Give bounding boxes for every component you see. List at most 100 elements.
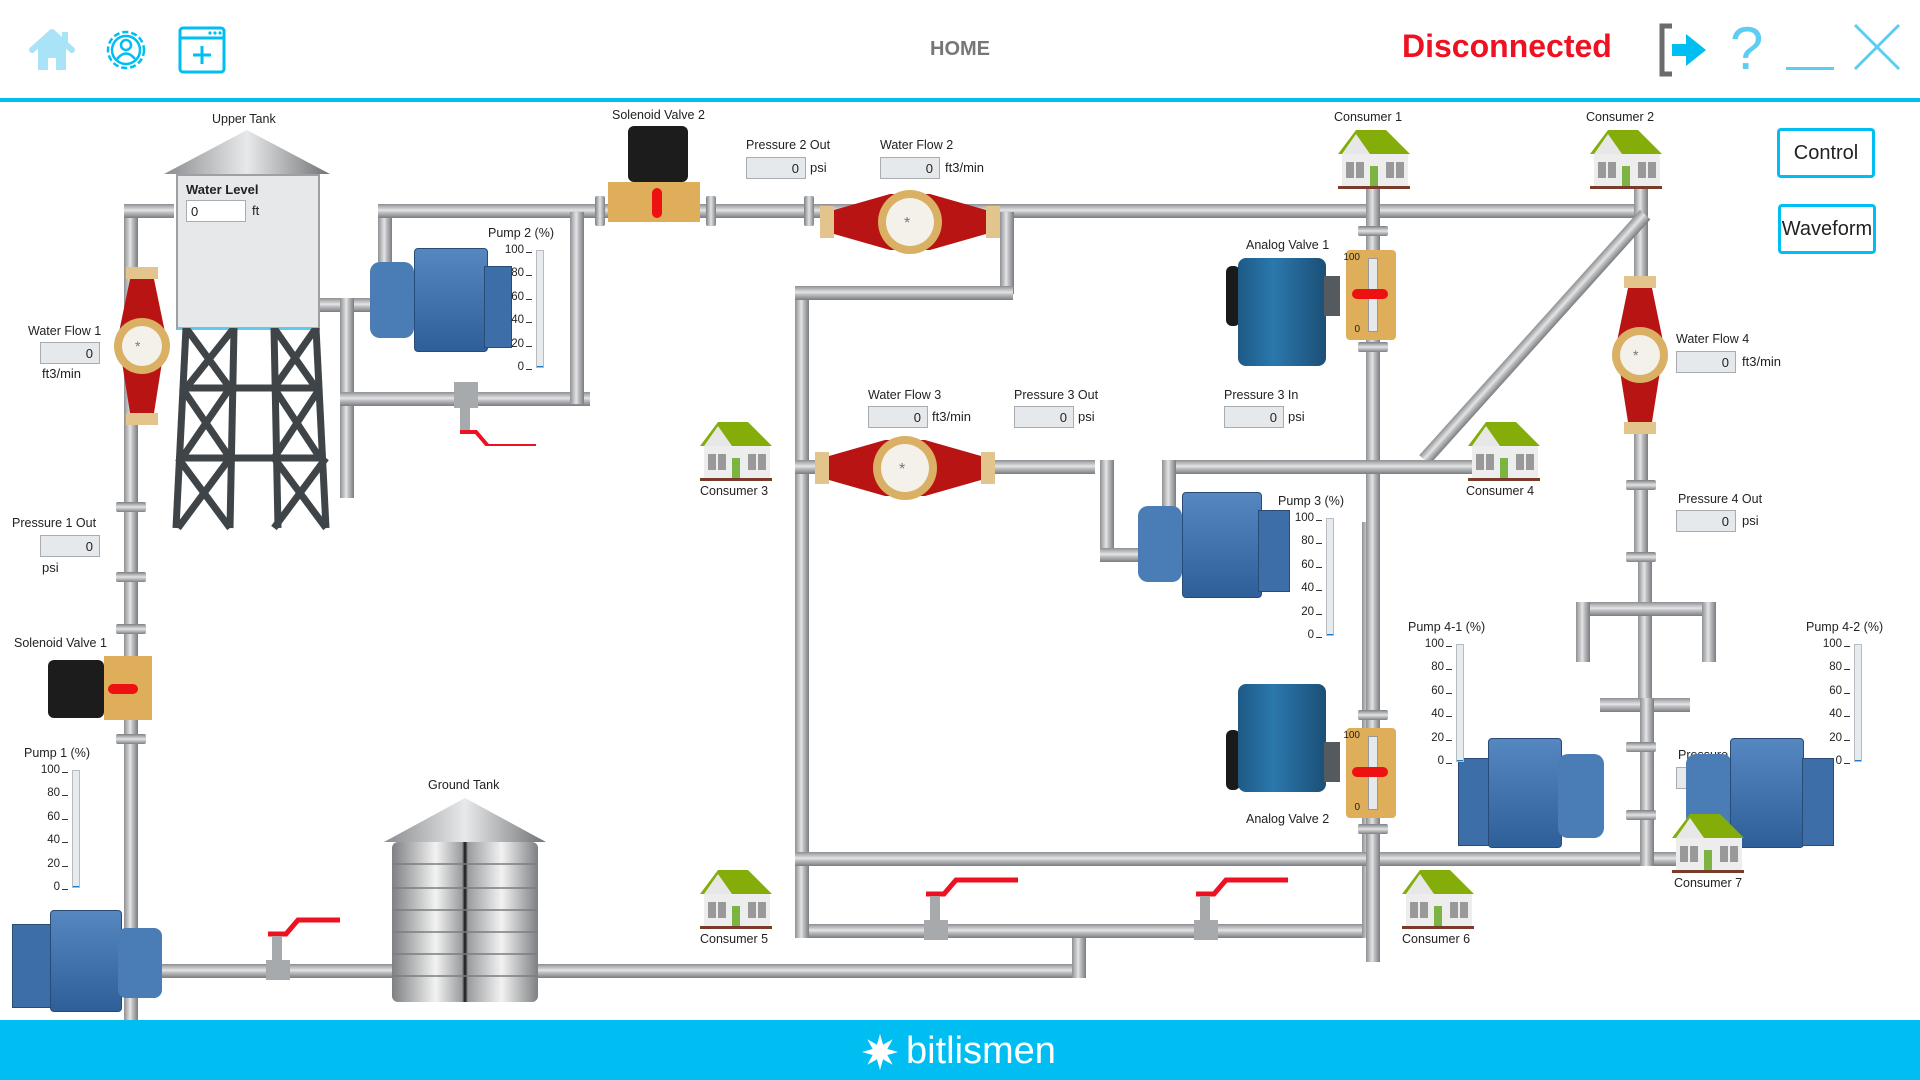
pressure-2-out-field[interactable]: 0 xyxy=(746,157,806,179)
minimize-icon[interactable] xyxy=(1786,67,1834,70)
close-icon[interactable] xyxy=(1852,22,1902,72)
pump-gauge-tick-mark xyxy=(526,369,532,370)
pump-4-1[interactable] xyxy=(1458,738,1604,848)
water-flow-4-label: Water Flow 4 xyxy=(1676,332,1750,346)
pipe-flange xyxy=(116,572,146,582)
pump-gauge-tick-mark xyxy=(526,345,532,347)
water-flow-1-unit: ft3/min xyxy=(42,366,82,381)
pump-gauge-tick: 40 xyxy=(47,834,60,847)
pump-gauge-tick: 40 xyxy=(1829,708,1842,721)
water-flow-4-field[interactable]: 0 xyxy=(1676,351,1736,373)
pump-gauge-tick: 20 xyxy=(1829,731,1842,744)
solenoid-valve-2-label: Solenoid Valve 2 xyxy=(612,108,705,122)
solenoid-valve-2[interactable] xyxy=(608,126,700,226)
pipe-flange xyxy=(1358,824,1388,834)
pump-gauge-fill xyxy=(1855,759,1861,761)
ball-valve-3[interactable] xyxy=(906,876,1026,940)
pump-gauge-label: Pump 1 (%) xyxy=(24,746,90,760)
new-window-icon[interactable] xyxy=(176,24,228,76)
consumer-label: Consumer 3 xyxy=(700,484,769,498)
waveform-button[interactable]: Waveform xyxy=(1778,204,1876,254)
pump-gauge-tick: 60 xyxy=(511,290,524,303)
pipe-flange xyxy=(804,196,814,226)
ball-valve-1[interactable] xyxy=(418,382,538,446)
pressure-3-out-field[interactable]: 0 xyxy=(1014,406,1074,428)
water-flow-3-field[interactable]: 0 xyxy=(868,406,928,428)
water-flow-3-unit: ft3/min xyxy=(932,409,972,424)
pump-1[interactable] xyxy=(12,904,162,1012)
ground-tank xyxy=(384,798,546,1002)
analog-valve-needle[interactable] xyxy=(1352,289,1388,299)
consumer-house[interactable]: Consumer 1 xyxy=(1334,110,1412,190)
water-flow-4-meter: * xyxy=(1612,276,1668,434)
analog-valve-2-label: Analog Valve 2 xyxy=(1246,812,1330,826)
pump-gauge-tick-mark xyxy=(62,818,68,820)
water-flow-1-meter: * xyxy=(114,267,170,425)
pump-gauge-tick: 20 xyxy=(47,857,60,870)
help-icon[interactable]: ? xyxy=(1730,15,1764,82)
pump-gauge-tick: 40 xyxy=(511,314,524,327)
pump-gauge-bar xyxy=(536,250,544,368)
consumer-house[interactable]: Consumer 3 xyxy=(698,418,774,498)
logout-icon[interactable] xyxy=(1656,22,1712,78)
ball-valve-4[interactable] xyxy=(1176,876,1296,940)
home-icon[interactable] xyxy=(26,24,78,76)
water-flow-1-label: Water Flow 1 xyxy=(28,324,102,338)
analog-valve-needle[interactable] xyxy=(1352,767,1388,777)
pump-gauge-tick-mark xyxy=(1446,763,1452,764)
pump-gauge-label: Pump 4-1 (%) xyxy=(1408,620,1486,634)
pump-gauge-tick-mark xyxy=(62,842,68,844)
pump-gauge-fill xyxy=(73,885,79,887)
brand-name: bitlismen xyxy=(906,1030,1056,1072)
pipe xyxy=(1162,460,1176,520)
pipe-flange xyxy=(1358,710,1388,720)
water-level-field[interactable]: 0 xyxy=(186,200,246,222)
consumer-house[interactable]: Consumer 4 xyxy=(1466,418,1542,498)
pump-gauge-tick: 80 xyxy=(1431,661,1444,674)
pressure-2-out-label: Pressure 2 Out xyxy=(746,138,831,152)
pump-gauge-bar xyxy=(72,770,80,888)
pump-gauge-tick: 20 xyxy=(511,337,524,350)
pump-gauge-tick-mark xyxy=(1316,613,1322,615)
pump-gauge-tick: 0 xyxy=(517,361,524,373)
pump-gauge-tick-mark xyxy=(1446,692,1452,694)
control-button[interactable]: Control xyxy=(1777,128,1875,178)
pipe-flange xyxy=(116,502,146,512)
consumer-house[interactable]: Consumer 7 xyxy=(1670,810,1746,890)
water-flow-1-field[interactable]: 0 xyxy=(40,342,100,364)
solenoid-valve-1[interactable] xyxy=(48,656,152,720)
consumer-house[interactable]: Consumer 5 xyxy=(698,866,774,946)
pipe xyxy=(124,204,174,218)
pump-3[interactable] xyxy=(1138,492,1290,598)
consumer-house[interactable]: Consumer 6 xyxy=(1400,866,1476,946)
water-flow-2-field[interactable]: 0 xyxy=(880,157,940,179)
pump-2[interactable] xyxy=(370,248,512,352)
pressure-1-out-field[interactable]: 0 xyxy=(40,535,100,557)
consumer-house[interactable]: Consumer 2 xyxy=(1586,110,1664,190)
house-icon xyxy=(1590,130,1662,189)
pump-gauge-tick-mark xyxy=(1446,739,1452,741)
pump-gauge-tick-mark xyxy=(1316,520,1322,521)
pipe xyxy=(1702,602,1716,662)
analog-valve-2[interactable] xyxy=(1226,684,1366,802)
process-diagram: Upper Tank Water Level 0 ft * * xyxy=(0,102,1920,1027)
pump-gauge-bar xyxy=(1854,644,1862,762)
pressure-3-in-field[interactable]: 0 xyxy=(1224,406,1284,428)
pump-gauge-tick: 100 xyxy=(40,764,60,776)
analog-valve-1[interactable] xyxy=(1226,258,1366,376)
house-icon xyxy=(700,422,772,481)
consumer-label: Consumer 6 xyxy=(1402,932,1471,946)
consumer-label: Consumer 2 xyxy=(1586,110,1655,124)
snowflake-logo-icon xyxy=(862,1033,898,1070)
pump-gauge-tick-mark xyxy=(1316,637,1322,638)
footer-bar xyxy=(0,1020,1920,1080)
pressure-4-out-field[interactable]: 0 xyxy=(1676,510,1736,532)
pipe xyxy=(1072,934,1086,978)
svg-text:*: * xyxy=(135,338,141,354)
ball-valve-2[interactable] xyxy=(248,916,368,980)
consumer-label: Consumer 7 xyxy=(1674,876,1743,890)
user-settings-icon[interactable] xyxy=(100,24,152,76)
water-tower-frame xyxy=(172,328,330,531)
